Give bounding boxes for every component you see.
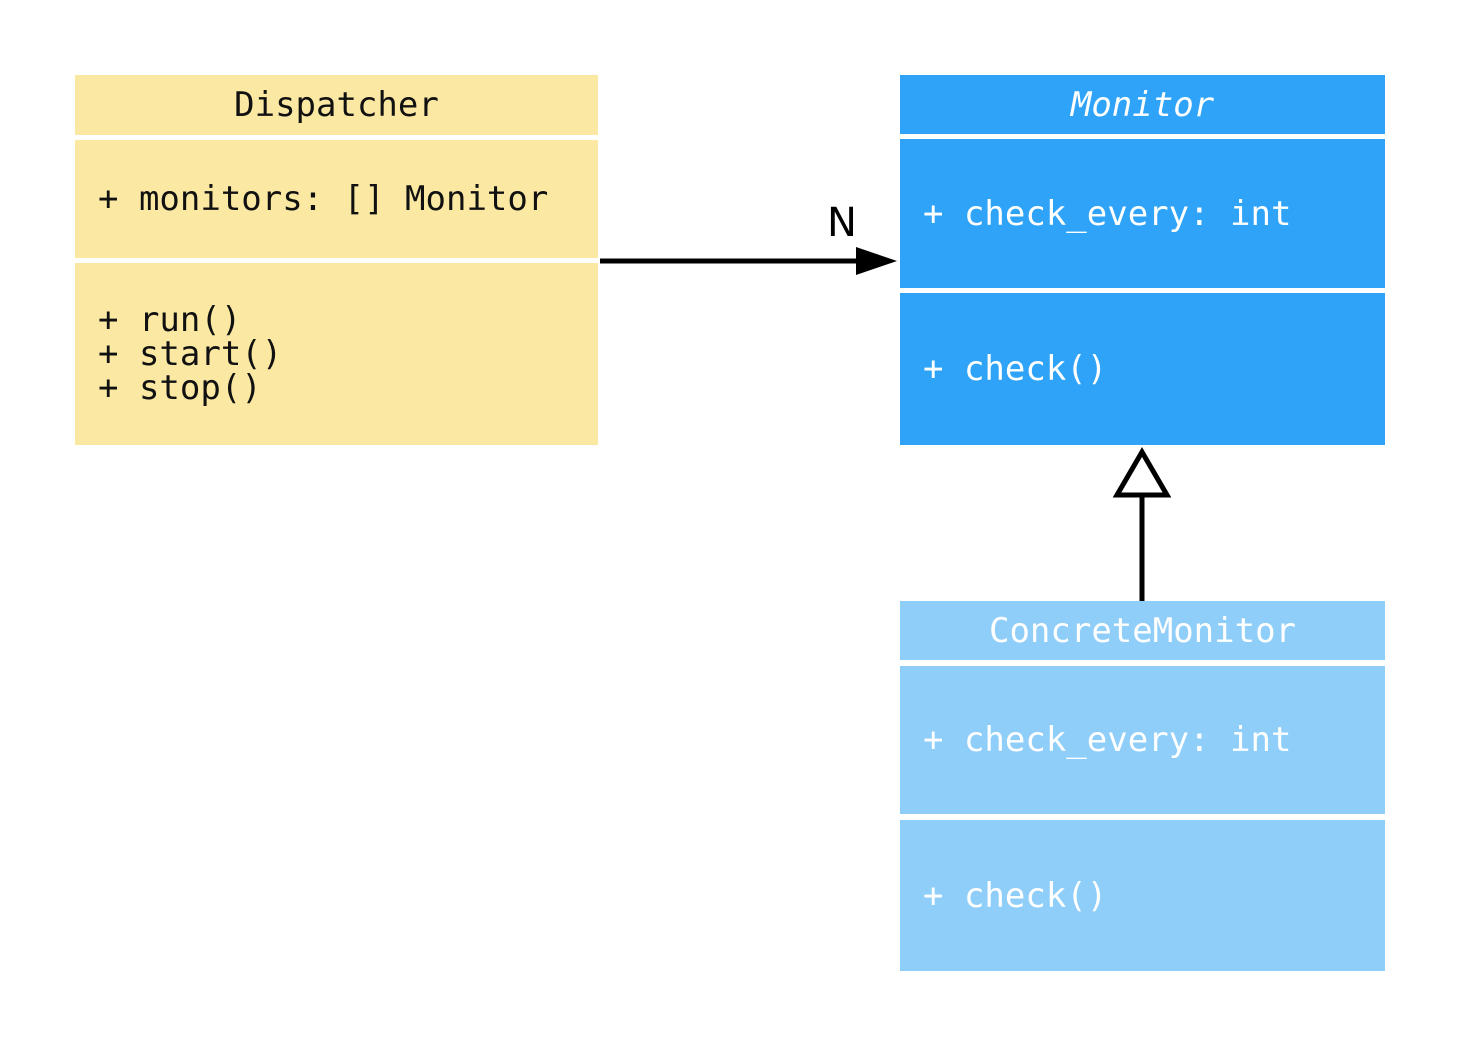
association-arrowhead-icon: [856, 247, 897, 275]
association-edge: [600, 247, 897, 275]
method-row: + run(): [98, 300, 242, 340]
multiplicity-label: N: [827, 200, 857, 246]
class-header-dispatcher: Dispatcher: [75, 75, 598, 135]
method-row: + start(): [98, 334, 283, 374]
attributes-section-monitor: + check_every: int: [900, 139, 1385, 288]
class-box-monitor: Monitor + check_every: int + check(): [900, 75, 1385, 445]
attributes-section-dispatcher: + monitors: [] Monitor: [75, 140, 598, 258]
methods-section-concrete-monitor: + check(): [900, 820, 1385, 971]
methods-section-dispatcher: + run() + start() + stop(): [75, 263, 598, 445]
method-row: + check(): [923, 349, 1108, 389]
attribute-row: + check_every: int: [923, 720, 1292, 760]
class-header-monitor: Monitor: [900, 75, 1385, 134]
methods-section-monitor: + check(): [900, 293, 1385, 445]
class-box-dispatcher: Dispatcher + monitors: [] Monitor + run(…: [75, 75, 598, 445]
method-row: + stop(): [98, 368, 262, 408]
attribute-row: + monitors: [] Monitor: [98, 179, 549, 219]
class-box-concrete-monitor: ConcreteMonitor + check_every: int + che…: [900, 601, 1385, 971]
method-row: + check(): [923, 875, 1108, 916]
class-title: Dispatcher: [234, 85, 439, 125]
attributes-section-concrete-monitor: + check_every: int: [900, 666, 1385, 814]
class-title: Monitor: [1070, 84, 1215, 125]
class-header-concrete-monitor: ConcreteMonitor: [900, 601, 1385, 660]
generalization-triangle-icon: [1112, 447, 1172, 498]
generalization-edge: [1112, 447, 1172, 601]
class-title: ConcreteMonitor: [988, 610, 1297, 651]
attribute-row: + check_every: int: [923, 193, 1292, 234]
